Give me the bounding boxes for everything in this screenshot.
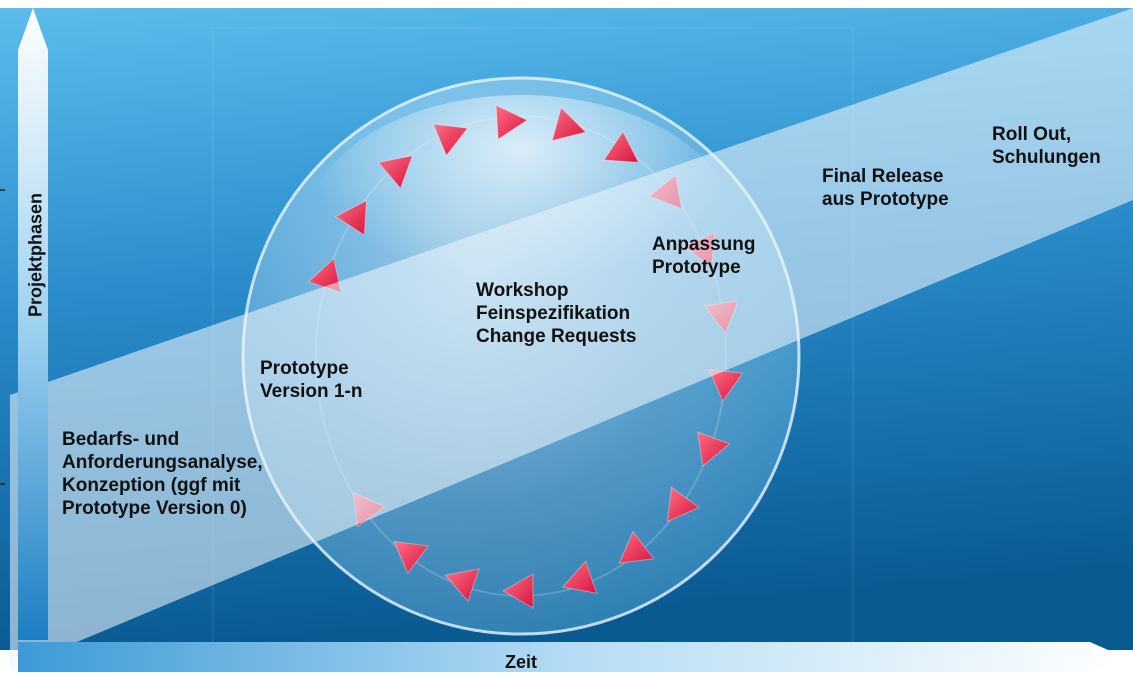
phase-prototype: Prototype Version 1-n <box>260 358 363 402</box>
cycle-arrow <box>603 130 640 163</box>
cycle-arrow <box>666 486 700 523</box>
y-axis-label: Projektphasen <box>25 192 46 318</box>
cycle-arrows <box>307 104 744 609</box>
cycle-arrow <box>618 530 655 564</box>
cycle-arrow <box>495 104 529 141</box>
phase-bedarf: Bedarfs- und Anforderungsanalyse, Konzep… <box>62 429 263 519</box>
cycle-arrow <box>432 123 469 157</box>
cycle-arrow <box>696 431 731 467</box>
cycle-arrow <box>377 155 414 190</box>
cycle-arrow <box>444 568 480 603</box>
y-axis-arrow <box>18 8 48 640</box>
phase-rollout: Roll Out, Schulungen <box>992 124 1101 168</box>
phase-anpassung: Anpassung Prototype <box>652 234 756 278</box>
cycle-arrow <box>551 106 587 142</box>
phase-band <box>10 8 1133 670</box>
x-axis-arrow <box>18 642 1124 672</box>
x-axis-label: Zeit <box>504 652 538 672</box>
cycle-arrow <box>708 369 744 403</box>
cycle-arrow <box>561 560 598 594</box>
cycle-arrow <box>334 199 367 236</box>
phase-final: Final Release aus Prototype <box>822 166 949 210</box>
phase-workshop: Workshop Feinspezifikation Change Reques… <box>476 280 637 347</box>
cycle-arrow <box>501 573 534 609</box>
cycle-arrow <box>393 540 430 575</box>
